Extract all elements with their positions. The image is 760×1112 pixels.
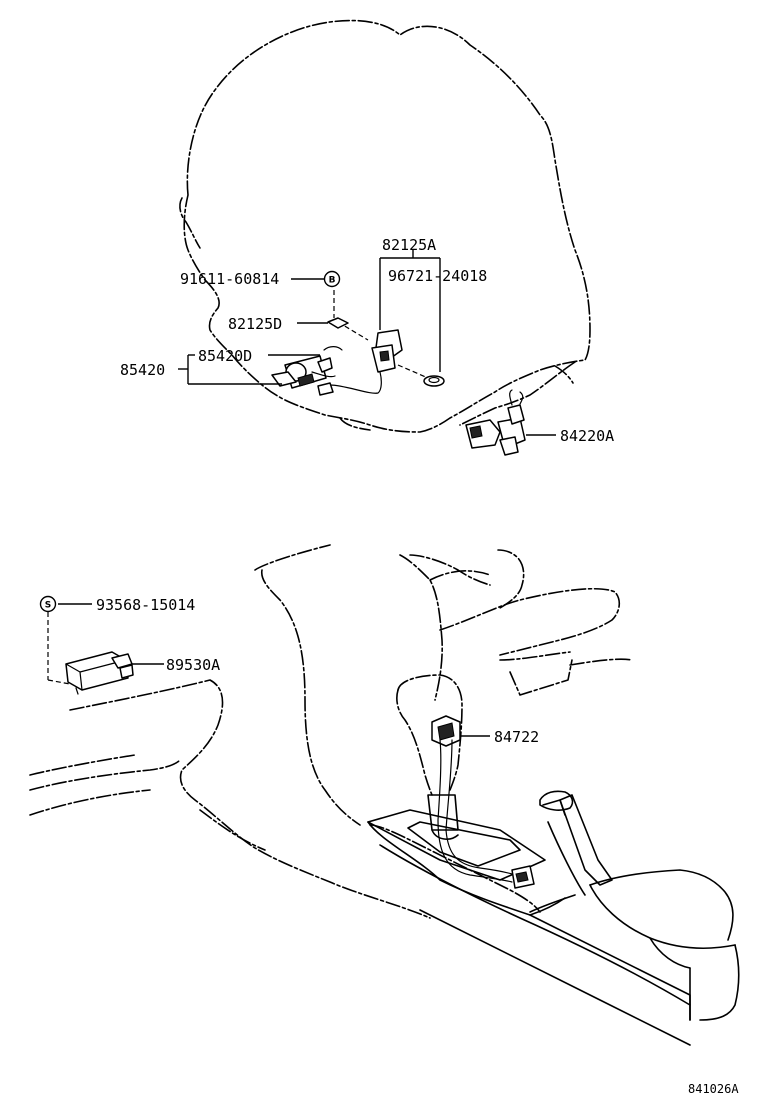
grommet-96721 xyxy=(423,375,445,387)
label-85420d: 85420D xyxy=(198,347,252,365)
transmission-housing xyxy=(179,19,591,433)
label-96721-24018: 96721-24018 xyxy=(388,267,487,285)
knob-switch-84722 xyxy=(431,715,535,889)
label-84722: 84722 xyxy=(494,728,539,746)
control-unit-89530a xyxy=(65,651,134,695)
shift-console xyxy=(29,544,740,1046)
leader-lines xyxy=(47,250,556,737)
switch-84220a xyxy=(465,389,526,456)
solenoid-85420 xyxy=(271,355,336,389)
bolt-marker: B xyxy=(323,270,341,288)
clip-82125d xyxy=(327,290,349,329)
label-82125a: 82125A xyxy=(382,236,436,254)
label-91611-60814: 91611-60814 xyxy=(180,270,279,288)
svg-text:S: S xyxy=(45,601,51,611)
svg-text:B: B xyxy=(329,276,336,286)
screw-marker: S xyxy=(39,595,57,613)
label-93568-15014: 93568-15014 xyxy=(96,596,195,614)
label-85420: 85420 xyxy=(120,361,165,379)
label-89530a: 89530A xyxy=(166,656,220,674)
shift-knob xyxy=(396,674,463,840)
label-82125d: 82125D xyxy=(228,315,282,333)
label-84220a: 84220A xyxy=(560,427,614,445)
part-labels: 82125A 91611-60814 96721-24018 82125D 85… xyxy=(96,236,739,1096)
diagram-code: 841026A xyxy=(688,1082,739,1096)
connector-82125a xyxy=(317,321,429,396)
